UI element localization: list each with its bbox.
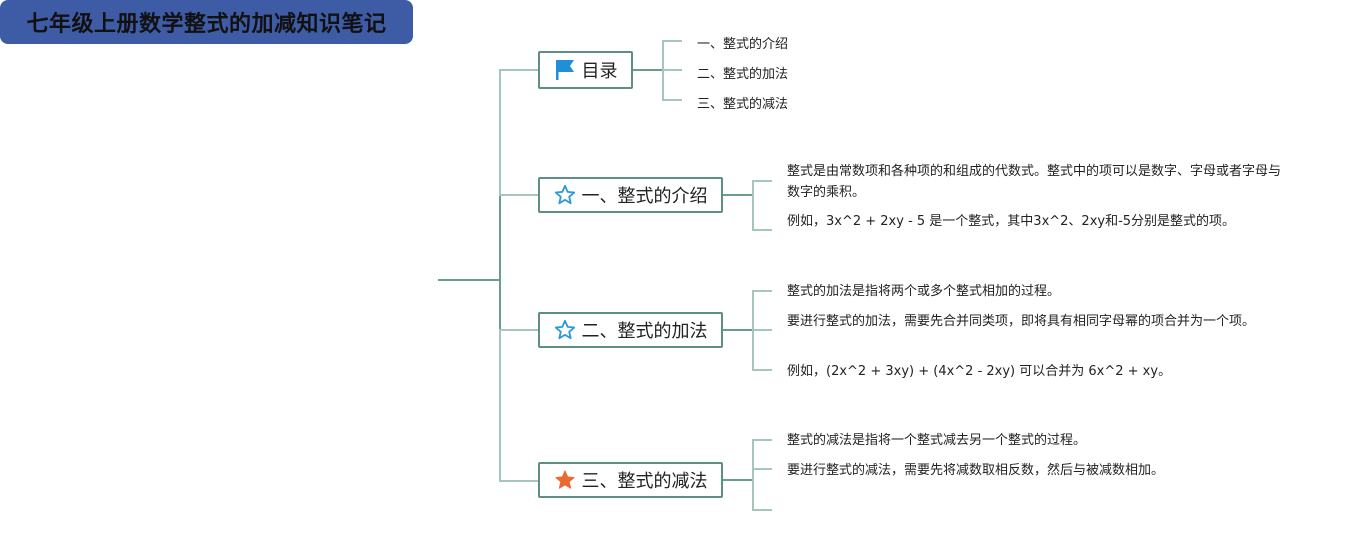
note-item: 整式的加法是指将两个或多个整式相加的过程。 bbox=[787, 284, 1061, 299]
topic-subtraction[interactable]: 三、整式的减法 bbox=[538, 462, 723, 498]
toc-stub-2 bbox=[662, 69, 682, 71]
toc-item[interactable]: 三、整式的减法 bbox=[697, 97, 789, 112]
note-item: 整式的减法是指将一个整式减去另一个整式的过程。 bbox=[787, 433, 1087, 448]
add-stub-3 bbox=[752, 369, 772, 371]
sub-out-connector bbox=[723, 479, 753, 481]
sub-stub-3 bbox=[752, 509, 772, 511]
toc-out-connector bbox=[633, 69, 663, 71]
toc-item[interactable]: 二、整式的加法 bbox=[697, 67, 789, 82]
add-stub-1 bbox=[752, 290, 772, 292]
star-outline-icon bbox=[554, 319, 576, 341]
branch-connector-1 bbox=[499, 194, 539, 196]
intro-stub-2 bbox=[752, 229, 772, 231]
sub-bracket bbox=[752, 439, 754, 511]
topic-toc-label: 目录 bbox=[581, 61, 618, 82]
topic-toc[interactable]: 目录 bbox=[538, 51, 633, 89]
toc-stub-3 bbox=[662, 99, 682, 101]
add-out-connector bbox=[723, 329, 753, 331]
star-outline-icon bbox=[554, 184, 576, 206]
branch-connector-2 bbox=[499, 329, 539, 331]
star-filled-icon bbox=[554, 469, 576, 491]
topic-introduction-label: 一、整式的介绍 bbox=[581, 186, 708, 207]
topic-subtraction-label: 三、整式的减法 bbox=[581, 471, 708, 492]
add-stub-2 bbox=[752, 329, 772, 331]
intro-out-connector bbox=[723, 194, 753, 196]
spine-middle bbox=[499, 195, 501, 330]
topic-addition-label: 二、整式的加法 bbox=[581, 321, 708, 342]
toc-item[interactable]: 一、整式的介绍 bbox=[697, 37, 789, 52]
spine-upper bbox=[499, 69, 501, 195]
intro-bracket bbox=[752, 180, 754, 231]
root-title: 七年级上册数学整式的加减知识笔记 bbox=[26, 12, 387, 37]
note-item: 例如，(2x^2 + 3xy) + (4x^2 - 2xy) 可以合并为 6x^… bbox=[787, 364, 1172, 379]
root-connector bbox=[438, 279, 500, 281]
branch-connector-toc bbox=[499, 69, 539, 71]
note-item: 整式是由常数项和各种项的和组成的代数式。整式中的项可以是数字、字母或者字母与数字… bbox=[787, 164, 1282, 200]
topic-introduction[interactable]: 一、整式的介绍 bbox=[538, 177, 723, 213]
sub-stub-2 bbox=[752, 468, 772, 470]
intro-stub-1 bbox=[752, 180, 772, 182]
topic-addition[interactable]: 二、整式的加法 bbox=[538, 312, 723, 348]
flag-icon bbox=[554, 59, 576, 81]
branch-connector-3 bbox=[499, 480, 539, 482]
note-item: 例如，3x^2 + 2xy - 5 是一个整式，其中3x^2、2xy和-5分别是… bbox=[787, 214, 1236, 229]
sub-stub-1 bbox=[752, 439, 772, 441]
toc-stub-1 bbox=[662, 40, 682, 42]
root-topic[interactable]: 七年级上册数学整式的加减知识笔记 bbox=[0, 0, 413, 44]
note-item: 要进行整式的加法，需要先合并同类项，即将具有相同字母幂的项合并为一个项。 bbox=[787, 314, 1256, 329]
spine-lower bbox=[499, 330, 501, 481]
note-item: 要进行整式的减法，需要先将减数取相反数，然后与被减数相加。 bbox=[787, 463, 1165, 478]
